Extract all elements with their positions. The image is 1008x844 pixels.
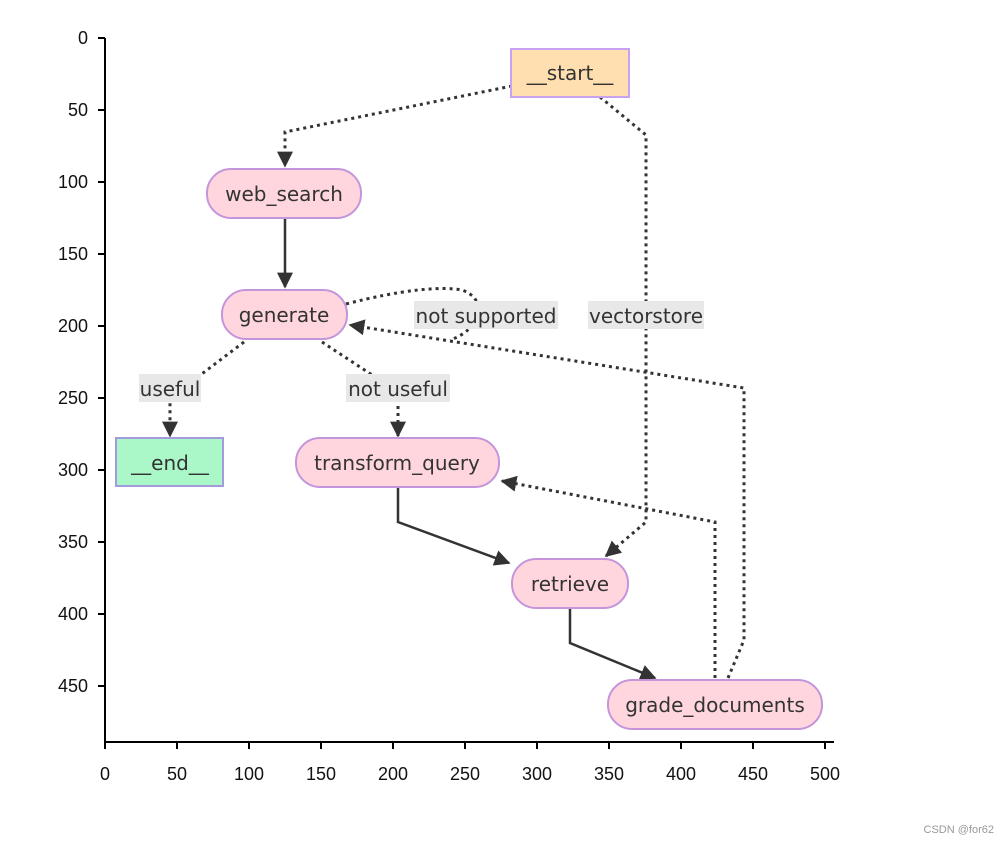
y-tick-label: 0 bbox=[78, 28, 88, 48]
x-tick-label: 300 bbox=[522, 764, 552, 784]
node-end-label: __end__ bbox=[130, 451, 210, 475]
edge-label-not-supported: not supported bbox=[414, 301, 558, 329]
node-web_search-label: web_search bbox=[225, 182, 343, 206]
edge-label-useful-text: useful bbox=[140, 377, 201, 401]
x-tick-label: 250 bbox=[450, 764, 480, 784]
y-axis: 0 50 100 150 200 250 300 350 400 450 bbox=[58, 28, 106, 742]
y-tick-label: 450 bbox=[58, 676, 88, 696]
edge-grade_documents-transform_query bbox=[500, 475, 717, 678]
node-retrieve-label: retrieve bbox=[531, 572, 609, 596]
node-end: __end__ bbox=[115, 437, 224, 487]
edge-transform_query-retrieve bbox=[396, 488, 511, 566]
x-tick-label: 100 bbox=[234, 764, 264, 784]
x-tick-label: 200 bbox=[378, 764, 408, 784]
x-tick-label: 50 bbox=[167, 764, 187, 784]
edge-grade_documents-generate bbox=[348, 319, 746, 679]
y-tick-label: 200 bbox=[58, 316, 88, 336]
y-tick-label: 250 bbox=[58, 388, 88, 408]
x-axis: 0 50 100 150 200 250 300 350 400 450 500 bbox=[100, 741, 840, 784]
node-start-label: __start__ bbox=[526, 61, 615, 85]
node-generate-label: generate bbox=[239, 303, 330, 327]
edge-start-web_search bbox=[277, 84, 513, 168]
watermark: CSDN @for62 bbox=[923, 824, 994, 836]
y-tick-label: 100 bbox=[58, 172, 88, 192]
node-grade_documents-label: grade_documents bbox=[625, 693, 805, 717]
edge-label-not-useful-text: not useful bbox=[348, 377, 448, 401]
x-tick-label: 500 bbox=[810, 764, 840, 784]
x-tick-label: 350 bbox=[594, 764, 624, 784]
y-tick-label: 350 bbox=[58, 532, 88, 552]
x-tick-label: 150 bbox=[306, 764, 336, 784]
edge-label-vectorstore: vectorstore bbox=[588, 301, 704, 329]
node-transform_query-label: transform_query bbox=[314, 451, 480, 475]
node-retrieve: retrieve bbox=[511, 558, 629, 609]
node-web_search: web_search bbox=[206, 168, 362, 219]
y-tick-label: 50 bbox=[68, 100, 88, 120]
edge-retrieve-grade_documents bbox=[568, 608, 657, 680]
x-tick-label: 400 bbox=[666, 764, 696, 784]
x-tick-label: 450 bbox=[738, 764, 768, 784]
x-tick-label: 0 bbox=[100, 764, 110, 784]
edge-generate-transform_query bbox=[321, 340, 406, 438]
node-transform_query: transform_query bbox=[295, 437, 500, 488]
y-tick-label: 150 bbox=[58, 244, 88, 264]
edge-label-not-supported-text: not supported bbox=[416, 304, 557, 328]
y-tick-label: 300 bbox=[58, 460, 88, 480]
node-grade_documents: grade_documents bbox=[607, 679, 823, 730]
node-generate: generate bbox=[221, 289, 348, 340]
edge-label-useful: useful bbox=[139, 374, 201, 402]
y-tick-label: 400 bbox=[58, 604, 88, 624]
edge-label-not-useful: not useful bbox=[346, 374, 450, 402]
edge-label-vectorstore-text: vectorstore bbox=[589, 304, 703, 328]
node-start: __start__ bbox=[510, 48, 630, 98]
